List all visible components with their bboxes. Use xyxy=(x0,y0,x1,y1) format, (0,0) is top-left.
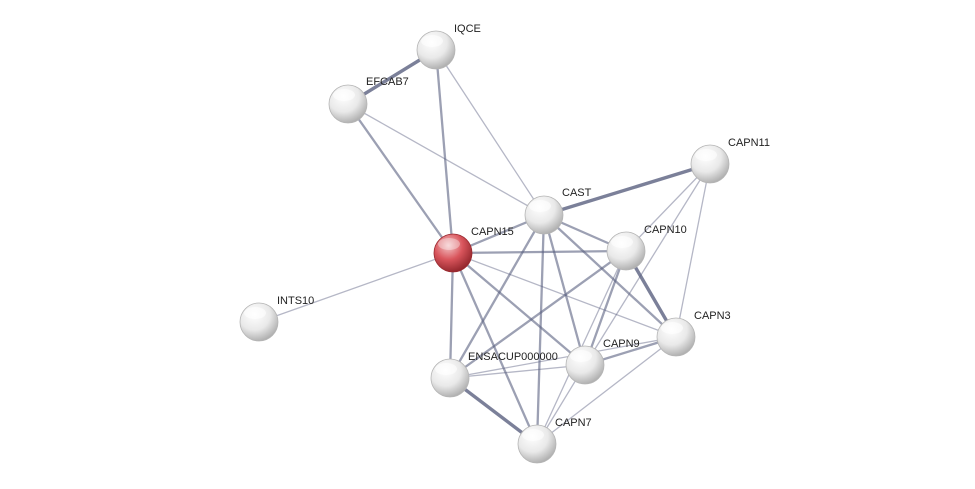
node-label: CAPN9 xyxy=(603,338,640,350)
edge-cast-capn3 xyxy=(542,213,678,339)
node-capn15[interactable]: CAPN15 xyxy=(433,226,514,273)
node-label: CAPN3 xyxy=(694,310,731,322)
node-highlight xyxy=(333,89,355,101)
node-label: CAPN15 xyxy=(471,226,514,238)
node-label: EFCAB7 xyxy=(366,76,409,88)
node-efcab7[interactable]: EFCAB7 xyxy=(328,76,409,124)
node-highlight xyxy=(611,236,633,248)
node-label: CAPN10 xyxy=(644,224,687,236)
node-capn7[interactable]: CAPN7 xyxy=(517,417,592,464)
node-highlight xyxy=(529,200,551,212)
node-capn3[interactable]: CAPN3 xyxy=(656,310,731,357)
edge-capn15-ensacup xyxy=(448,251,455,380)
node-label: INTS10 xyxy=(277,295,314,307)
edge-capn3-ensacup xyxy=(449,336,677,379)
edge-efcab7-cast xyxy=(347,103,545,216)
node-capn10[interactable]: CAPN10 xyxy=(606,224,687,271)
edge-capn3-capn7 xyxy=(536,336,677,445)
edge-capn15-capn9 xyxy=(451,251,587,367)
node-label: IQCE xyxy=(454,23,481,35)
node-highlight xyxy=(435,363,457,375)
edge-efcab7-capn15 xyxy=(346,102,455,255)
edge-capn11-capn3 xyxy=(675,163,711,338)
edge-iqce-cast xyxy=(435,49,545,216)
node-label: CAPN7 xyxy=(555,417,592,429)
node-highlight xyxy=(421,35,443,47)
edge-capn15-capn10 xyxy=(451,249,628,255)
node-highlight xyxy=(695,149,717,161)
node-cast[interactable]: CAST xyxy=(524,187,592,235)
node-circle[interactable] xyxy=(433,233,473,273)
node-label: CAST xyxy=(562,187,592,199)
node-highlight xyxy=(438,238,460,250)
edge-iqce-capn15 xyxy=(434,48,455,255)
edge-capn11-capn10 xyxy=(625,163,711,252)
edge-capn11-cast xyxy=(542,162,712,217)
node-highlight xyxy=(522,429,544,441)
edge-capn11-capn9 xyxy=(584,163,711,366)
edge-capn10-capn9 xyxy=(583,249,628,367)
node-capn11[interactable]: CAPN11 xyxy=(690,137,770,184)
edge-cast-capn9 xyxy=(542,213,587,367)
edge-ensacup-capn9 xyxy=(449,364,586,379)
node-ensacup[interactable]: ENSACUP000000 xyxy=(430,351,558,398)
edge-capn15-capn7 xyxy=(451,251,539,446)
node-ints10[interactable]: INTS10 xyxy=(239,295,314,342)
node-label: ENSACUP000000 xyxy=(468,351,558,363)
node-highlight xyxy=(244,307,266,319)
node-capn9[interactable]: CAPN9 xyxy=(565,338,640,385)
node-label: CAPN11 xyxy=(728,137,770,149)
node-iqce[interactable]: IQCE xyxy=(416,23,481,70)
edge-capn15-ints10 xyxy=(258,252,454,323)
edge-cast-ensacup xyxy=(448,213,546,380)
node-highlight xyxy=(661,322,683,334)
edge-cast-capn7 xyxy=(535,213,546,446)
edge-capn10-ensacup xyxy=(448,249,628,380)
node-highlight xyxy=(570,350,592,362)
